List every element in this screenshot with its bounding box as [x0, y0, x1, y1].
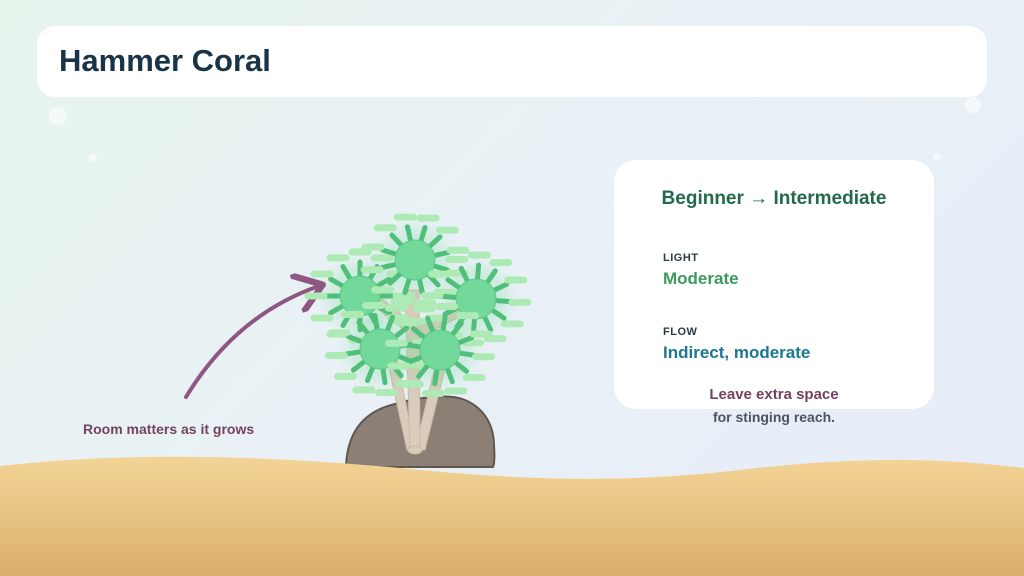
- tentacle-stem: [494, 298, 513, 305]
- tentacle-stem: [439, 293, 458, 300]
- tentacle-stem: [457, 335, 475, 345]
- tentacle-stem: [387, 271, 403, 286]
- tentacle-stem: [418, 225, 428, 243]
- polyp-body: [359, 328, 401, 370]
- tentacle-stem: [450, 320, 464, 337]
- tentacle-stem: [490, 308, 507, 321]
- tentacle-stem: [402, 277, 412, 295]
- tentacle-stem: [453, 360, 470, 374]
- tentacle-stem: [417, 277, 426, 296]
- tentacle-stem: [328, 304, 345, 316]
- space-note-heading: Leave extra space: [709, 386, 839, 403]
- tentacle-stem: [445, 277, 462, 290]
- hammer-coral-illustration: [304, 213, 532, 397]
- tentacle-stem: [393, 325, 410, 339]
- tentacle-stem: [389, 232, 404, 248]
- flow-label: FLOW: [663, 326, 698, 338]
- tentacle-stem: [343, 349, 362, 357]
- bubble: [49, 107, 67, 125]
- polyp-body: [419, 329, 461, 371]
- tentacle-stem: [403, 342, 422, 350]
- tentacle-stem: [356, 319, 370, 336]
- tentacle-stem: [350, 359, 367, 373]
- tentacle-stem: [432, 249, 451, 258]
- tentacle-stem: [328, 276, 345, 288]
- sand-floor: [0, 456, 1024, 576]
- polyp-head: [385, 303, 495, 397]
- tentacle-stem: [458, 350, 477, 358]
- tentacle-stem: [416, 363, 430, 380]
- tentacle-stem: [427, 234, 443, 249]
- bubble: [965, 97, 981, 113]
- tentacle-stem: [345, 334, 363, 344]
- tentacle-stem: [440, 313, 448, 332]
- tentacle-stem: [482, 315, 494, 333]
- tentacle-stem: [475, 262, 482, 281]
- tentacle-stem: [485, 268, 498, 285]
- polyp-body: [339, 275, 381, 317]
- light-label: LIGHT: [663, 252, 699, 264]
- tentacle-stem: [425, 315, 435, 333]
- curved-arrow-icon: [184, 286, 319, 399]
- tentacle-stem: [404, 224, 413, 243]
- bubble: [89, 154, 97, 162]
- tentacle-stem: [375, 276, 392, 288]
- tentacle-stem: [410, 326, 427, 340]
- tentacle-stem: [380, 367, 388, 386]
- tentacle-stem: [385, 314, 395, 332]
- tentacle-stem: [405, 355, 423, 365]
- tentacle-stem: [432, 263, 450, 273]
- care-info-card: Beginner → Intermediate LIGHT Moderate F…: [614, 160, 934, 409]
- difficulty-level: Beginner → Intermediate: [661, 188, 887, 209]
- title-card: Hammer Coral: [37, 26, 987, 97]
- growth-callout: Room matters as it grows: [83, 421, 255, 437]
- tentacle-stem: [340, 264, 352, 281]
- page-title: Hammer Coral: [59, 43, 271, 78]
- light-value: Moderate: [663, 269, 739, 288]
- flow-value: Indirect, moderate: [663, 343, 811, 362]
- bubble: [933, 153, 941, 161]
- tentacle-stem: [365, 366, 375, 384]
- space-note-detail: for stinging reach.: [712, 409, 836, 425]
- tentacle-stem: [492, 281, 510, 293]
- tentacle-stem: [380, 247, 398, 257]
- tentacle-stem: [458, 265, 470, 283]
- tentacle-stem: [372, 312, 380, 331]
- tentacle-stem: [379, 262, 398, 271]
- polyp-body: [394, 239, 436, 281]
- tentacle-stem: [445, 367, 455, 385]
- tentacle-stem: [432, 368, 440, 387]
- polyp-head: [360, 213, 470, 307]
